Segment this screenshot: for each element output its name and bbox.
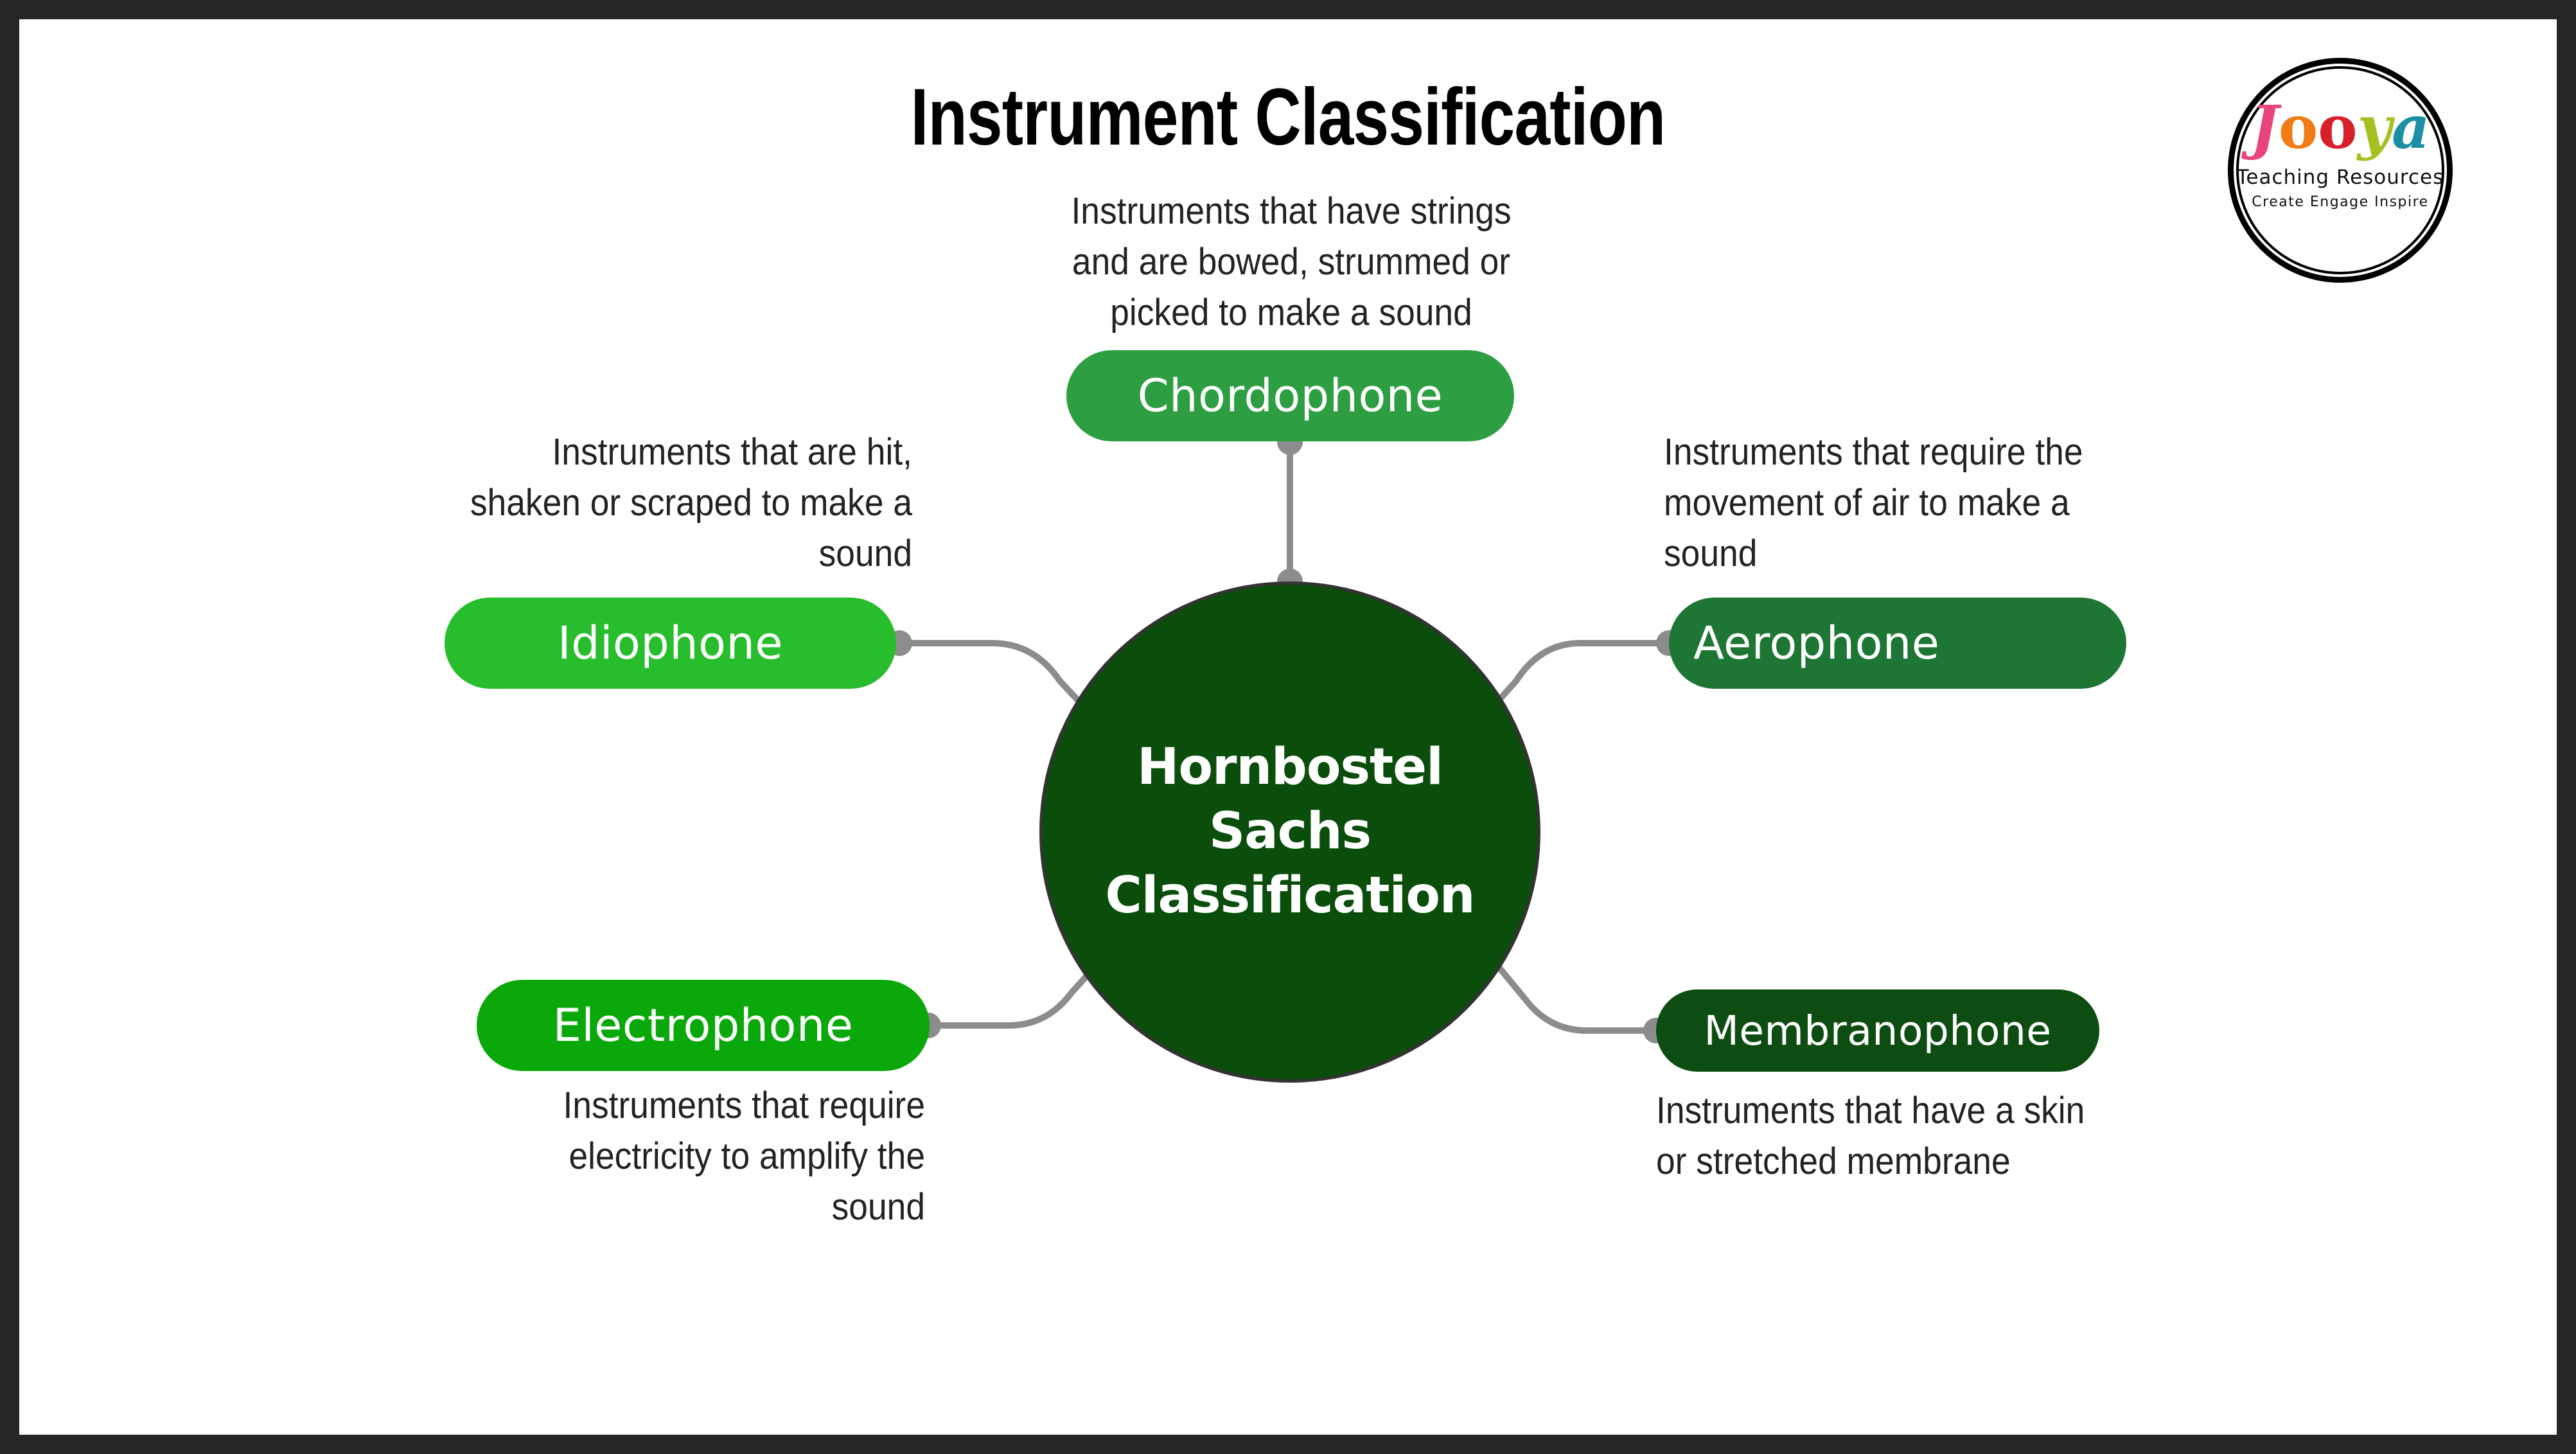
logo-tagline-secondary: Create Engage Inspire [2252, 194, 2429, 210]
logo-letter-j: J [2250, 93, 2279, 162]
logo-letter-o1: o [2278, 93, 2318, 162]
branch-description-membranophone: Instruments that have a skin or stretche… [1656, 1090, 2085, 1182]
branch-label-idiophone: Idiophone [558, 617, 783, 669]
branch-node-idiophone[interactable]: Idiophone [445, 598, 896, 689]
logo-letter-a: a [2392, 93, 2430, 162]
page-title: Instrument Classification [910, 73, 1666, 162]
branch-description-electrophone: Instruments that require electricity to … [563, 1085, 925, 1228]
branch-description-idiophone: Instruments that are hit, shaken or scra… [470, 431, 912, 574]
logo-tagline-primary: Teaching Resources [2236, 166, 2444, 189]
branch-description-aerophone: Instruments that require the movement of… [1664, 431, 2083, 574]
branch-description-chordophone: Instruments that have strings and are bo… [1071, 190, 1512, 333]
logo-letter-y: y [2357, 93, 2392, 162]
logo-letter-o2: o [2318, 93, 2358, 162]
branch-node-membranophone[interactable]: Membranophone [1656, 989, 2099, 1072]
branch-label-aerophone: Aerophone [1693, 617, 1940, 669]
center-node-label: Hornbostel Sachs Classification [1105, 738, 1476, 925]
branch-label-chordophone: Chordophone [1137, 369, 1443, 422]
logo-wordmark: Jooya [2228, 98, 2453, 157]
branch-node-electrophone[interactable]: Electrophone [477, 980, 930, 1071]
logo-inner-ring [2236, 66, 2444, 274]
branch-node-aerophone[interactable]: Aerophone [1669, 598, 2126, 689]
center-node-hornbostel-sachs[interactable]: Hornbostel Sachs Classification [1039, 581, 1540, 1083]
branch-label-electrophone: Electrophone [552, 999, 854, 1052]
branch-node-chordophone[interactable]: Chordophone [1066, 350, 1514, 441]
branch-label-membranophone: Membranophone [1704, 1007, 2052, 1054]
jooya-logo: Jooya Teaching Resources Create Engage I… [2228, 58, 2453, 283]
